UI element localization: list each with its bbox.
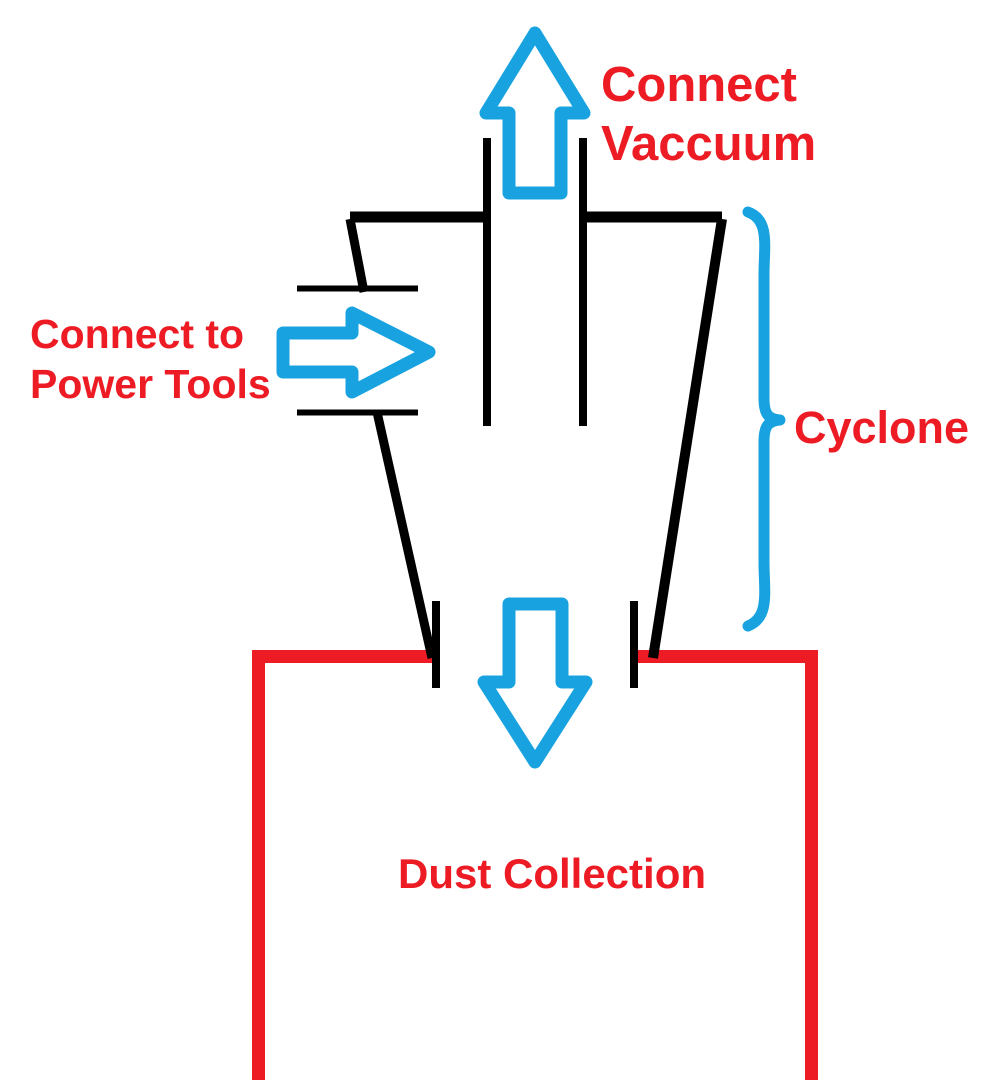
dust-collection-label: Dust Collection bbox=[398, 850, 706, 897]
cyclone-wall-left-upper bbox=[345, 218, 369, 293]
cyclone-wall-right bbox=[648, 218, 727, 659]
connect-power-tools-label-line2: Power Tools bbox=[30, 361, 271, 407]
dust-collection-bin bbox=[252, 650, 818, 1080]
connect-vacuum-label-line1: Connect bbox=[601, 58, 797, 112]
cyclone-label: Cyclone bbox=[794, 402, 969, 453]
connect-power-tools-label-line1: Connect to bbox=[30, 311, 244, 357]
vortex-finder-tube bbox=[483, 138, 587, 426]
cyclone-wall-left-lower bbox=[372, 411, 437, 659]
down-arrow-icon bbox=[477, 597, 593, 769]
cone-outlet-throat bbox=[432, 601, 638, 688]
right-arrow-icon bbox=[276, 306, 436, 399]
tangential-inlet-port bbox=[297, 285, 418, 416]
connect-vacuum-label-line2: Vaccuum bbox=[601, 117, 816, 171]
cyclone-body bbox=[345, 211, 727, 659]
up-arrow-icon bbox=[479, 26, 591, 200]
cyclone-brace bbox=[742, 206, 786, 632]
